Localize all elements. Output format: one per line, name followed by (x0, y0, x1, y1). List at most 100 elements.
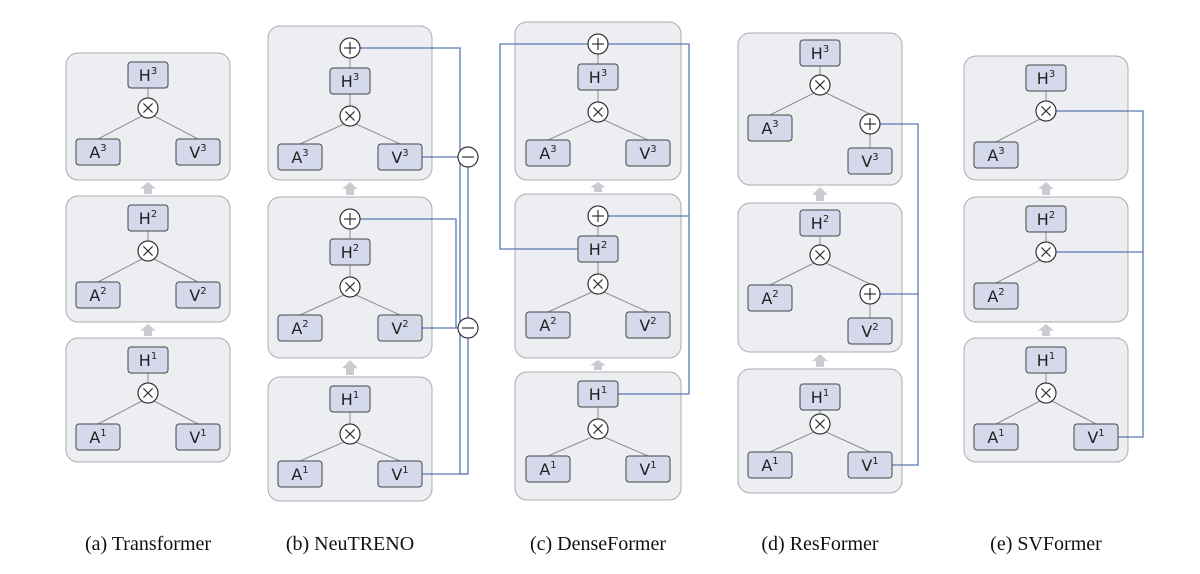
panel-b-v3-node-superscript: 3 (402, 148, 408, 159)
panel-e-edge-a-to-mul-3 (995, 118, 1041, 143)
panel-d-h1-node-base: H (811, 388, 823, 407)
panel-a-h2-node-box (127, 204, 169, 232)
panel-b-a2-node-label: A2 (291, 319, 308, 338)
panel-b-multiply-op-1-stroke-b (344, 428, 356, 440)
panel-b-edge-v-to-mul-2 (355, 294, 401, 316)
panel-d-edge-a-to-mul-1 (769, 431, 815, 453)
panel-c-v1-node-base: V (639, 460, 650, 479)
panel-b-multiply-op-2-stroke-b (344, 281, 356, 293)
panel-b-v1-node-superscript: 1 (402, 465, 408, 476)
panel-e-flow-arrow-2 (1038, 324, 1054, 336)
panel-a-a3-node: A3 (75, 138, 121, 166)
panel-d-h3-node-superscript: 3 (823, 44, 829, 55)
panel-c-v3-node-base: V (639, 144, 650, 163)
panel-e-h1-node-base: H (1037, 351, 1049, 370)
panel-c-multiply-op-1-stroke-b (592, 423, 604, 435)
panel-a-a3-node-superscript: 3 (100, 143, 106, 154)
panel-c-a2-node-base: A (539, 316, 550, 335)
panel-a-h2-node-superscript: 2 (151, 209, 157, 220)
panel-b-a2-node: A2 (277, 314, 323, 342)
panel-e-a3-node: A3 (973, 141, 1019, 169)
panel-d-a2-node-label: A2 (761, 289, 778, 308)
panel-a-multiply-op-1-stroke-b (142, 387, 154, 399)
panel-d-v2-node: V2 (847, 317, 893, 345)
panel-e-a1-node-base: A (987, 428, 998, 447)
panel-d-flow-arrow-2 (812, 354, 828, 367)
panel-c-add-op-3 (587, 33, 609, 55)
internal-edges (97, 54, 1097, 462)
panel-c-v1-node-label: V1 (639, 460, 656, 479)
panel-c-v2-node-label: V2 (639, 316, 656, 335)
panel-a-h3-node-label: H3 (139, 66, 157, 85)
panel-b-flow-arrow-1 (342, 182, 358, 195)
panel-c-h3-node: H3 (577, 63, 619, 91)
panel-a-v2-node-label: V2 (189, 286, 206, 305)
panel-c-flow-arrow-2 (590, 360, 606, 370)
panel-a-h1-node-label: H1 (139, 351, 157, 370)
panel-a-edge-v-to-mul-2 (153, 258, 199, 283)
panel-a-edge-v-to-mul-3 (153, 115, 199, 140)
panel-d-a2-node-box (747, 284, 793, 312)
panel-d-v3-node-box (847, 147, 893, 175)
panel-d-h2-node-label: H2 (811, 214, 829, 233)
panel-d-a3-node: A3 (747, 114, 793, 142)
panel-d-multiply-op-2 (809, 244, 831, 266)
panel-d-h2-node-superscript: 2 (823, 214, 829, 225)
panel-d-edge-add-to-mul-2 (825, 262, 871, 285)
panel-e-multiply-op-3 (1035, 100, 1057, 122)
panel-d-a3-node-base: A (761, 119, 772, 138)
panel-c-a1-node-box (525, 455, 571, 483)
panel-a-h3-node-box (127, 61, 169, 89)
panel-b-edge-a-to-mul-1 (299, 441, 345, 462)
panel-a-v3-node-box (175, 138, 221, 166)
panel-c-a1-node: A1 (525, 455, 571, 483)
panel-e-a1-node: A1 (973, 423, 1019, 451)
panel-c-v3-node-box (625, 139, 671, 167)
panel-c-multiply-op-3 (587, 101, 609, 123)
panel-b-a3-node-label: A3 (291, 148, 308, 167)
panel-a-v1-node-label: V1 (189, 428, 206, 447)
panel-b-skip-v1-to-add3 (360, 47, 468, 475)
panel-b-h1-node-superscript: 1 (353, 390, 359, 401)
panel-c-skip-h1-to-add2 (608, 215, 690, 395)
panel-a-v3-node-superscript: 3 (200, 143, 206, 154)
panel-d-v1-node-base: V (861, 456, 872, 475)
panel-b-skip-sub2-to-add2 (360, 218, 457, 328)
panel-c-a2-node: A2 (525, 311, 571, 339)
panel-e-edge-a-to-mul-1 (995, 400, 1041, 425)
panel-b-edge-v-to-mul-3 (355, 123, 401, 145)
panel-c-h2-node-label: H2 (589, 240, 607, 259)
panel-b-v3-node-base: V (391, 148, 402, 167)
panel-e-skip-v1-to-mul3 (1056, 110, 1144, 252)
panel-c-edge-v-to-mul-2 (603, 291, 649, 313)
panel-e-a1-node-label: A1 (987, 428, 1004, 447)
panel-a-h1-node-base: H (139, 351, 151, 370)
panel-c-edge-a-to-mul-1 (547, 436, 593, 457)
panel-b-h1-node-label: H1 (341, 390, 359, 409)
panel-b-h3-node-base: H (341, 72, 353, 91)
panel-b-v3-node-label: V3 (391, 148, 408, 167)
panel-b-v2-node-label: V2 (391, 319, 408, 338)
panel-c-a1-node-base: A (539, 460, 550, 479)
panel-b-edge-v-to-mul-1 (355, 441, 401, 462)
panel-b-v1-node-label: V1 (391, 465, 408, 484)
panel-e-edge-a-to-mul-2 (995, 259, 1041, 284)
panel-d-v2-node-base: V (861, 322, 872, 341)
panel-b-a1-node-base: A (291, 465, 302, 484)
panel-b-a2-node-box (277, 314, 323, 342)
panel-e-h2-node-label: H2 (1037, 210, 1055, 229)
panel-a-a3-node-box (75, 138, 121, 166)
panel-a-caption: (a) Transformer (85, 533, 211, 555)
panel-b-v1-node-box (377, 460, 423, 488)
panel-a-h1-node-superscript: 1 (151, 351, 157, 362)
panel-e-a3-node-superscript: 3 (998, 146, 1004, 157)
panel-c-h3-node-base: H (589, 68, 601, 87)
panel-c-a1-node-superscript: 1 (550, 460, 556, 471)
panel-b-a3-node: A3 (277, 143, 323, 171)
panel-e-h2-node-superscript: 2 (1049, 210, 1055, 221)
panel-d-h3-node-box (799, 39, 841, 67)
panel-e-h3-node-superscript: 3 (1049, 69, 1055, 80)
panel-b-v2-node-box (377, 314, 423, 342)
panel-c-v3-node-label: V3 (639, 144, 656, 163)
